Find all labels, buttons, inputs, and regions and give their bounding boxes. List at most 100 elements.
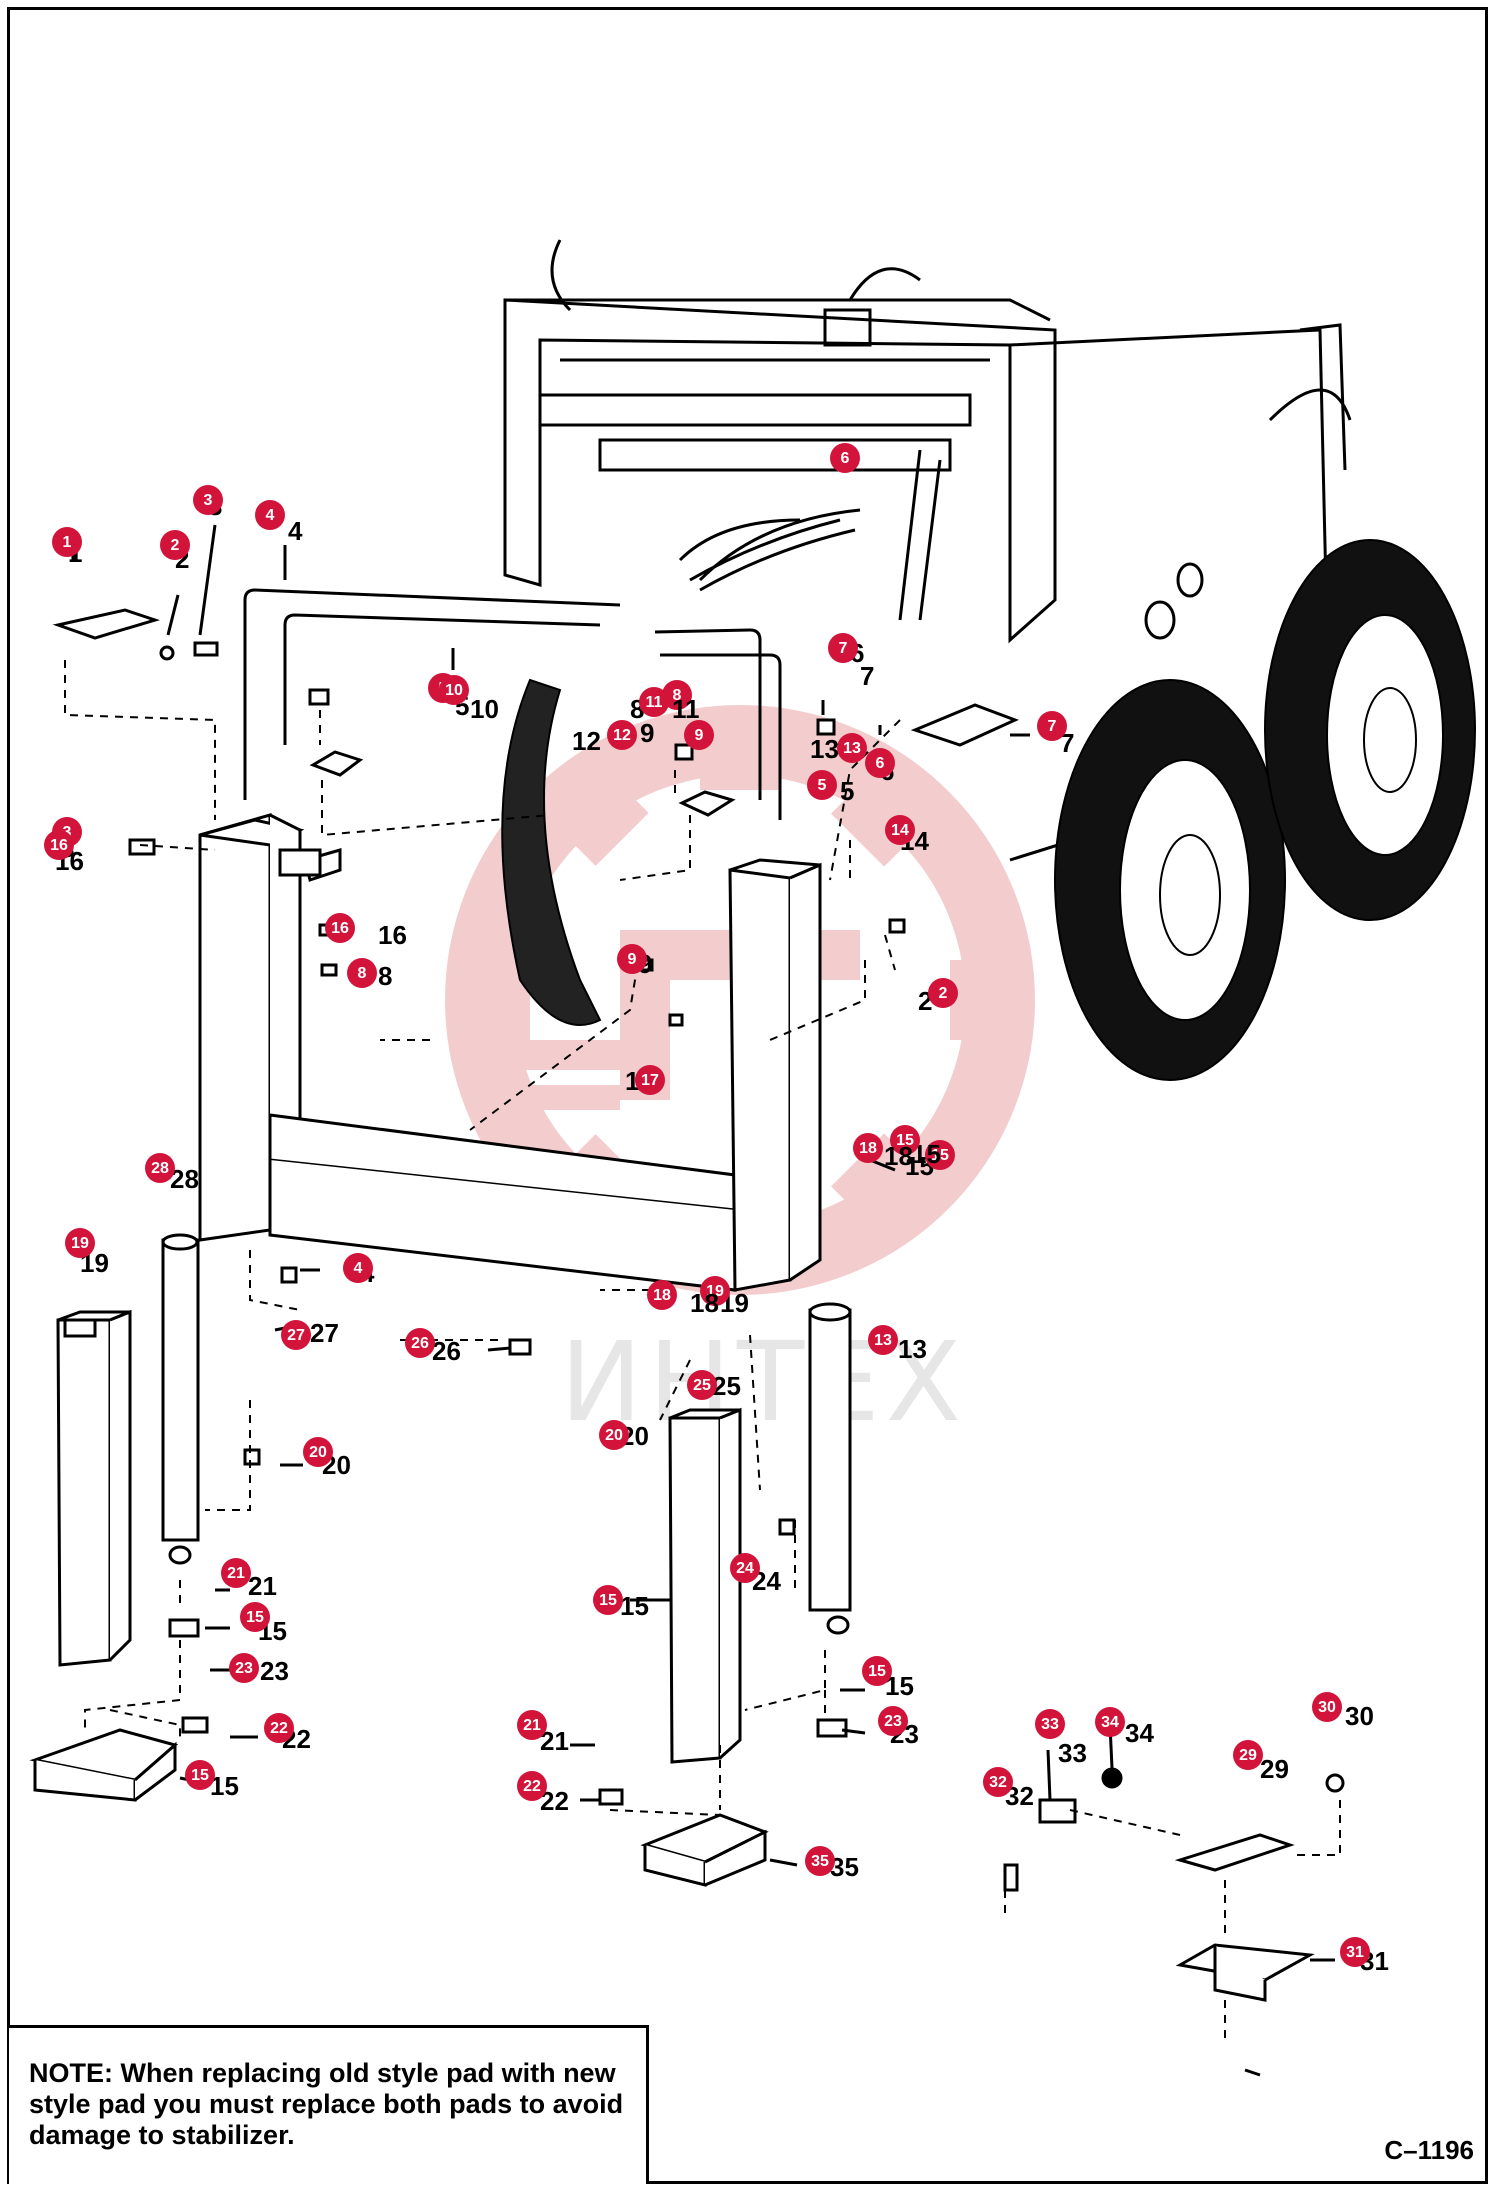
callout-marker-circle [928,978,958,1008]
callout-marker-21[interactable]: 21 [221,1558,251,1588]
callout-marker-21[interactable]: 21 [517,1710,547,1740]
callout-label-35: 35 [830,1852,859,1882]
callout-marker-1[interactable]: 1 [52,527,82,557]
callout-marker-12[interactable]: 12 [607,720,637,750]
callout-marker-7[interactable]: 7 [1037,711,1067,741]
callout-marker-number: 30 [1318,1699,1336,1716]
callout-marker-30[interactable]: 30 [1312,1692,1342,1722]
callout-marker-26[interactable]: 26 [405,1328,435,1358]
callout-marker-23[interactable]: 23 [878,1706,908,1736]
callout-marker-10[interactable]: 10 [439,675,469,705]
callout-marker-22[interactable]: 22 [264,1713,294,1743]
callout-marker-29[interactable]: 29 [1233,1740,1263,1770]
callout-marker-5[interactable]: 5 [807,770,837,800]
callout-label-29: 29 [1260,1754,1289,1784]
callout-marker-number: 22 [270,1720,288,1737]
callout-marker-circle [617,944,647,974]
callout-marker-19[interactable]: 19 [65,1228,95,1258]
callout-marker-23[interactable]: 23 [229,1653,259,1683]
callout-marker-17[interactable]: 17 [635,1065,665,1095]
callout-marker-circle [805,1846,835,1876]
note-box: NOTE: When replacing old style pad with … [9,2025,649,2184]
left-pad [29,1728,179,1802]
callout-marker-circle [807,770,837,800]
callout-label-30: 30 [1345,1701,1374,1731]
callout-marker-15[interactable]: 15 [240,1602,270,1632]
callout-marker-6[interactable]: 6 [830,443,860,473]
callout-marker-33[interactable]: 33 [1035,1709,1065,1739]
callout-marker-number: 18 [653,1287,671,1304]
callout-marker-15[interactable]: 15 [185,1760,215,1790]
callout-marker-15[interactable]: 15 [925,1140,955,1170]
callout-marker-14[interactable]: 14 [885,815,915,845]
callout-marker-number: 21 [227,1565,245,1582]
callout-marker-number: 31 [1346,1944,1364,1961]
callout-marker-19[interactable]: 19 [700,1276,730,1306]
callout-marker-13[interactable]: 13 [837,733,867,763]
callout-marker-20[interactable]: 20 [599,1420,629,1450]
callout-label-16: 16 [378,920,407,950]
callout-marker-number: 18 [859,1140,877,1157]
callout-marker-15[interactable]: 15 [890,1125,920,1155]
callout-label-23: 23 [260,1656,289,1686]
right-pad [640,1813,769,1887]
callout-marker-number: 25 [693,1377,711,1394]
stabilizer-frame [198,813,822,1292]
callout-marker-13[interactable]: 13 [868,1325,898,1355]
callout-marker-circle [160,530,190,560]
callout-marker-circle [828,633,858,663]
callout-marker-9[interactable]: 9 [617,944,647,974]
callout-marker-25[interactable]: 25 [687,1370,717,1400]
callout-marker-16[interactable]: 16 [325,913,355,943]
callout-label-12: 12 [572,726,601,756]
callout-marker-circle [684,720,714,750]
callout-label-26: 26 [432,1336,461,1366]
callout-marker-number: 2 [171,537,180,554]
callout-marker-24[interactable]: 24 [730,1553,760,1583]
callout-marker-number: 15 [896,1132,914,1149]
callout-marker-27[interactable]: 27 [281,1320,311,1350]
callout-marker-28[interactable]: 28 [145,1153,175,1183]
callout-marker-circle [1233,1740,1263,1770]
callout-marker-15[interactable]: 15 [593,1585,623,1615]
callout-marker-18[interactable]: 18 [853,1133,883,1163]
callout-marker-22[interactable]: 22 [517,1771,547,1801]
callout-marker-2[interactable]: 2 [928,978,958,1008]
callout-marker-number: 1 [63,534,72,551]
callout-marker-circle [281,1320,311,1350]
callout-marker-circle [885,815,915,845]
callout-marker-18[interactable]: 18 [647,1280,677,1310]
callout-marker-6[interactable]: 6 [865,748,895,778]
callout-marker-7[interactable]: 7 [828,633,858,663]
callout-marker-2[interactable]: 2 [160,530,190,560]
callout-marker-circle [255,500,285,530]
callout-marker-circle [830,443,860,473]
callout-marker-20[interactable]: 20 [303,1437,333,1467]
callout-marker-35[interactable]: 35 [805,1846,835,1876]
callout-marker-8[interactable]: 8 [347,958,377,988]
callout-marker-31[interactable]: 31 [1340,1937,1370,1967]
callout-marker-circle [1035,1709,1065,1739]
callout-marker-circle [599,1420,629,1450]
callout-marker-4[interactable]: 4 [343,1253,373,1283]
callout-marker-11[interactable]: 11 [639,687,669,717]
callout-marker-3[interactable]: 3 [193,485,223,515]
callout-marker-15[interactable]: 15 [862,1656,892,1686]
callout-marker-circle [65,1228,95,1258]
callout-marker-circle [347,958,377,988]
callout-marker-32[interactable]: 32 [983,1767,1013,1797]
callout-marker-8[interactable]: 8 [662,680,692,710]
callout-marker-number: 32 [989,1774,1007,1791]
callout-marker-circle [890,1125,920,1155]
callout-marker-9[interactable]: 9 [684,720,714,750]
callout-label-7: 7 [1060,728,1074,758]
callout-marker-circle [185,1760,215,1790]
callout-marker-16[interactable]: 16 [44,830,74,860]
callout-marker-number: 20 [309,1444,327,1461]
callout-label-27: 27 [310,1318,339,1348]
callout-label-15: 15 [620,1591,649,1621]
callout-marker-4[interactable]: 4 [255,500,285,530]
callout-marker-number: 24 [736,1560,754,1577]
callout-marker-34[interactable]: 34 [1095,1707,1125,1737]
callout-marker-number: 13 [843,740,861,757]
